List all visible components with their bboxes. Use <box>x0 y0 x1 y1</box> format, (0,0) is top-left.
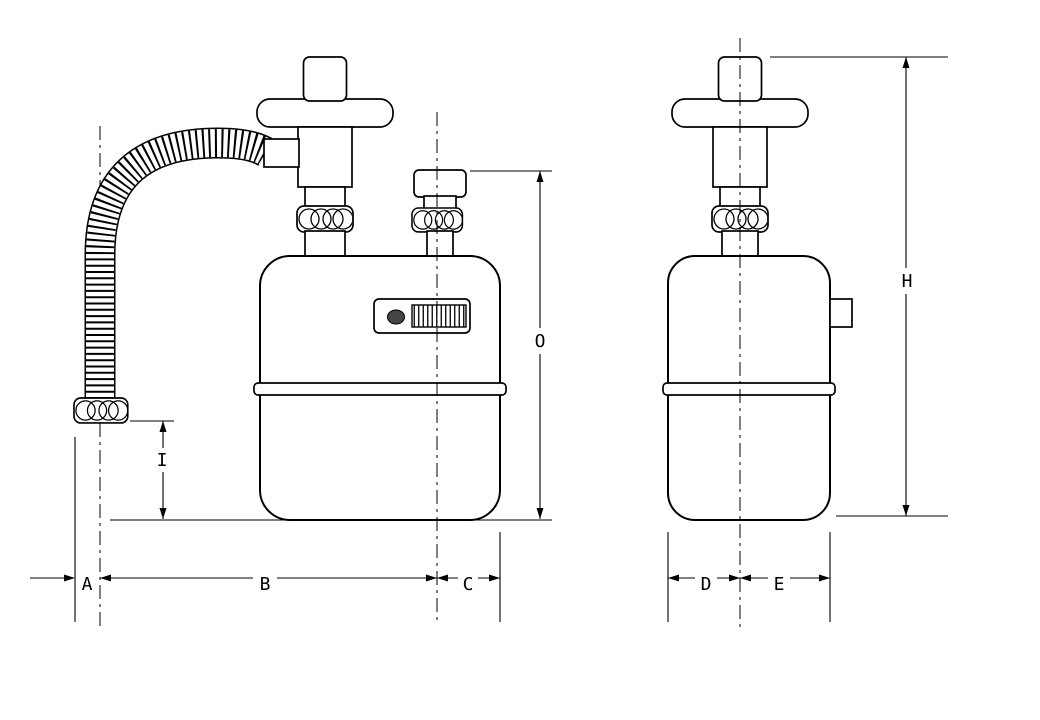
arrowhead <box>740 574 751 582</box>
regulator-elbow <box>263 138 300 168</box>
dimension-i: I <box>157 421 168 519</box>
dimension-c: C <box>437 574 500 595</box>
extension-lines <box>74 56 948 622</box>
dimensions: O I A B C <box>30 56 948 622</box>
arrowhead <box>426 574 437 582</box>
inlet-nut <box>297 206 353 232</box>
arrowhead <box>437 574 448 582</box>
dimension-b: B <box>100 574 437 595</box>
index-window <box>373 298 471 334</box>
dimension-label-c: C <box>463 574 474 595</box>
arrowhead <box>819 574 830 582</box>
arrowhead <box>159 508 167 519</box>
regulator-body <box>256 56 394 208</box>
dimension-label-b: B <box>260 574 271 595</box>
arrowhead <box>536 171 544 182</box>
flexible-hose <box>84 127 276 399</box>
dimension-label-h: H <box>902 271 913 292</box>
pressure-regulator <box>256 56 394 208</box>
dimension-h: H <box>902 57 913 516</box>
meter-seam <box>253 382 507 396</box>
arrowhead <box>902 505 910 516</box>
indicator-button <box>387 309 405 325</box>
dimension-label-i: I <box>157 450 168 471</box>
side-outlet-boss <box>829 298 853 328</box>
inlet-pipe <box>304 230 346 259</box>
arrowhead <box>100 574 111 582</box>
dimension-label-e: E <box>774 574 785 595</box>
arrowhead <box>668 574 679 582</box>
front-view <box>74 56 507 521</box>
arrowhead <box>159 421 167 432</box>
dimension-label-d: D <box>701 574 712 595</box>
dimension-e: E <box>740 574 830 595</box>
side-view <box>662 56 853 521</box>
dimension-a: A <box>30 574 93 595</box>
dimension-label-a: A <box>82 574 93 595</box>
outlet-neck <box>423 195 457 210</box>
arrowhead <box>902 57 910 68</box>
odometer-register <box>411 304 467 328</box>
arrowhead <box>536 508 544 519</box>
outlet-pipe <box>426 230 454 259</box>
outlet-cap <box>413 169 467 198</box>
arrowhead <box>64 574 75 582</box>
dimension-d: D <box>668 574 740 595</box>
outlet-fitting <box>412 169 467 259</box>
meter-seam-side <box>662 382 836 396</box>
hose-body <box>86 128 275 399</box>
dimension-o: O <box>535 171 546 519</box>
dimension-label-o: O <box>535 331 546 352</box>
arrowhead <box>729 574 740 582</box>
arrowhead <box>489 574 500 582</box>
hose-end-nut <box>74 398 128 423</box>
